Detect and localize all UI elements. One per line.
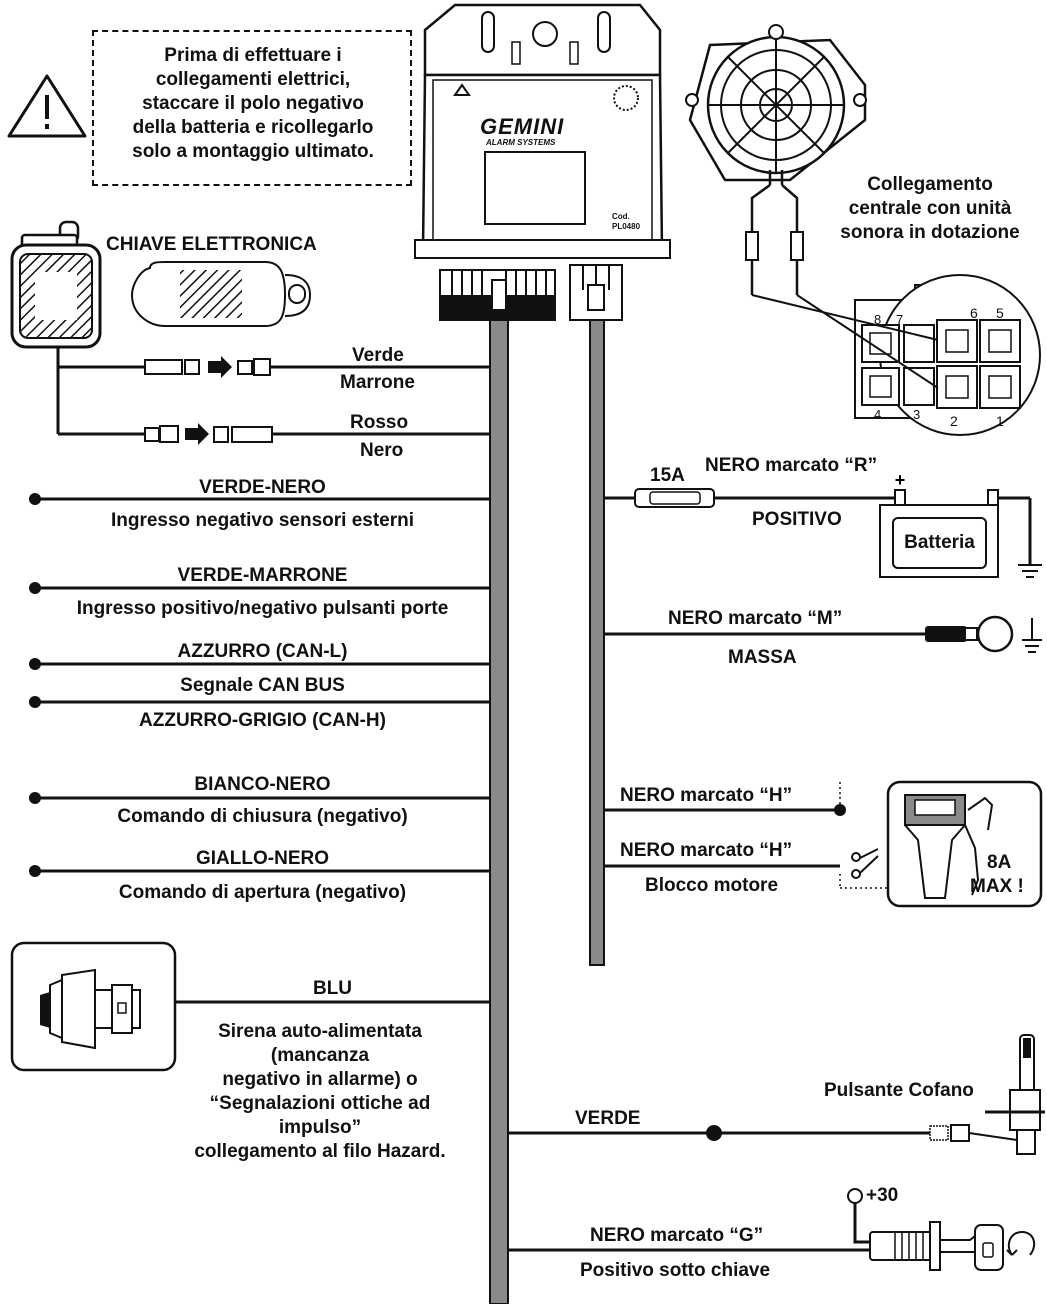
speaker-caption-line: centrale con unità <box>848 198 1012 219</box>
wire-label-positivo-chiave: Positivo sotto chiave <box>580 1260 771 1281</box>
wire-label-verde: Verde <box>352 345 404 366</box>
siren-icon <box>10 941 177 1072</box>
speaker-connector-icon <box>751 274 1041 436</box>
wire-label-nero-r: NERO marcato “R” <box>705 455 878 476</box>
pin-number: 6 <box>970 305 978 321</box>
fuse-rating: 15A <box>650 465 685 486</box>
key-title: CHIAVE ELETTRONICA <box>106 234 317 255</box>
electronic-key-icon <box>130 261 312 327</box>
wire-label-nero-m: NERO marcato “M” <box>668 608 843 629</box>
key-fob-icon <box>10 220 102 349</box>
pin-number: 3 <box>913 407 921 422</box>
siren-desc-line: (mancanza <box>270 1045 370 1066</box>
wire-label-verde-hood: VERDE <box>575 1108 641 1129</box>
fuse-icon <box>634 488 715 508</box>
key-connector-2 <box>144 423 273 445</box>
hood-switch-label: Pulsante Cofano <box>824 1080 974 1101</box>
main-connector <box>439 269 556 321</box>
ground-icon-battery <box>1018 564 1042 578</box>
battery-icon: + <box>879 470 999 578</box>
key-connector-1 <box>144 356 271 378</box>
siren-desc-line: negativo in allarme) o <box>222 1069 418 1090</box>
wire-label-nero-h-1: NERO marcato “H” <box>620 785 793 806</box>
wire-desc-bianco-nero: Comando di chiusura (negativo) <box>117 806 408 827</box>
siren-desc-line: Sirena auto-alimentata <box>218 1021 422 1042</box>
wire-label-giallo-nero: GIALLO-NERO <box>196 848 329 869</box>
wire-label-positivo: POSITIVO <box>752 509 842 530</box>
wire-label-nero-g: NERO marcato “G” <box>590 1225 764 1246</box>
relay-icon <box>886 780 1043 908</box>
pin-number: 4 <box>874 407 882 422</box>
wire-label-nero: Nero <box>360 440 404 461</box>
siren-desc-line: impulso” <box>278 1117 362 1138</box>
wire-desc-verde-nero: Ingresso negativo sensori esterni <box>110 510 415 531</box>
warning-line: della batteria e ricollegarlo <box>132 117 374 138</box>
wire-label-azzurro-grigio: AZZURRO-GRIGIO (CAN-H) <box>139 710 386 731</box>
secondary-harness <box>589 319 605 966</box>
pin-number: 7 <box>896 312 904 327</box>
speaker-caption: Collegamento centrale con unità sonora i… <box>820 173 1040 245</box>
module-subtitle: ALARM SYSTEMS <box>486 138 556 147</box>
warning-line: staccare il polo negativo <box>142 93 364 114</box>
ground-icon-massa <box>1022 618 1042 653</box>
wire-label-nero-h-2: NERO marcato “H” <box>620 840 793 861</box>
main-harness <box>489 319 509 1304</box>
wire-label-marrone: Marrone <box>340 372 415 393</box>
scissors-icon <box>851 848 879 879</box>
warning-icon <box>7 74 87 138</box>
siren-description: Sirena auto-alimentata (mancanza negativ… <box>155 1020 485 1164</box>
warning-box <box>92 30 412 186</box>
plus30-label: +30 <box>866 1185 899 1206</box>
control-unit <box>414 3 671 259</box>
module-brand-logo: GEMINI <box>480 114 565 139</box>
wire-label-massa: MASSA <box>728 647 797 668</box>
module-code: PL0480 <box>612 222 641 231</box>
pin-number: 8 <box>874 312 882 327</box>
speaker-caption-line: Collegamento <box>867 174 993 195</box>
wire-label-rosso: Rosso <box>350 412 409 433</box>
warning-line: collegamenti elettrici, <box>155 69 351 90</box>
ring-terminal-icon <box>925 615 1014 653</box>
wire-desc-verde-marrone: Ingresso positivo/negativo pulsanti port… <box>76 598 449 619</box>
siren-desc-line: collegamento al filo Hazard. <box>194 1141 446 1162</box>
warning-line: solo a montaggio ultimato. <box>132 141 374 162</box>
ignition-switch-icon <box>869 1221 1036 1271</box>
pin-number: 5 <box>996 305 1004 321</box>
module-cod-label: Cod. <box>612 212 630 221</box>
wire-label-azzurro: AZZURRO (CAN-L) <box>177 641 348 662</box>
siren-desc-line: “Segnalazioni ottiche ad <box>209 1093 431 1114</box>
pin-number: 2 <box>950 413 958 429</box>
relay-max: MAX ! <box>970 876 1024 897</box>
warning-line: Prima di effettuare i <box>164 45 342 66</box>
wire-label-verde-marrone: VERDE-MARRONE <box>177 565 348 586</box>
svg-text:+: + <box>895 470 906 490</box>
speaker-icon <box>685 24 867 295</box>
wire-label-can-bus: Segnale CAN BUS <box>180 675 345 696</box>
battery-label: Batteria <box>904 532 975 553</box>
wire-label-bianco-nero: BIANCO-NERO <box>194 774 331 795</box>
hood-switch-icon <box>929 1034 1045 1155</box>
secondary-connector <box>569 264 623 321</box>
wire-label-verde-nero: VERDE-NERO <box>199 477 326 498</box>
wire-label-blocco: Blocco motore <box>645 875 779 896</box>
speaker-caption-line: sonora in dotazione <box>840 222 1020 243</box>
relay-rating: 8A <box>987 852 1012 873</box>
warning-text: Prima di effettuare i collegamenti elett… <box>100 44 406 164</box>
pin-number: 1 <box>996 413 1004 429</box>
wire-desc-giallo-nero: Comando di apertura (negativo) <box>118 882 407 903</box>
wire-label-blu: BLU <box>312 978 353 999</box>
